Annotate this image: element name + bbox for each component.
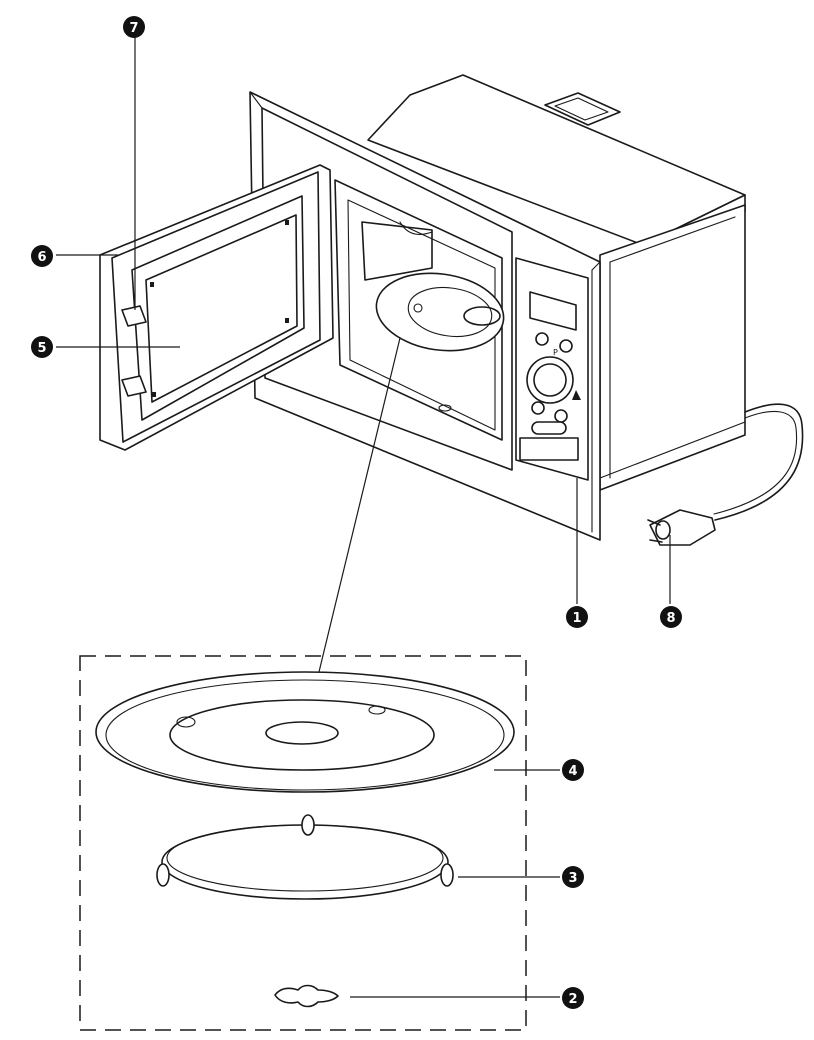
callout-6-label: 6 xyxy=(37,250,46,265)
power-cord xyxy=(647,403,804,546)
plug xyxy=(649,509,716,546)
control-button-left[interactable] xyxy=(535,332,549,346)
control-button-start[interactable] xyxy=(531,401,545,415)
callout-1: 1 xyxy=(566,606,588,628)
display-window xyxy=(529,291,577,331)
door-release-button[interactable] xyxy=(531,421,567,435)
turntable-leader xyxy=(317,337,401,677)
dial-ring xyxy=(526,356,574,404)
accessories-box xyxy=(79,655,527,1031)
turntable-in-cavity xyxy=(375,272,505,352)
callout-8: 8 xyxy=(660,606,682,628)
door-window xyxy=(145,214,298,403)
callout-8-label: 8 xyxy=(666,611,675,626)
roller-ring xyxy=(156,814,454,900)
dial-arrow-icon xyxy=(572,390,581,400)
callout-4-label: 4 xyxy=(568,764,577,779)
door-latch-lower xyxy=(121,375,147,397)
glass-turntable xyxy=(95,671,515,793)
leader-lines xyxy=(56,30,671,998)
control-dial[interactable] xyxy=(533,363,567,397)
coupler xyxy=(274,984,339,1008)
callout-7-label: 7 xyxy=(129,21,138,36)
control-panel: P xyxy=(515,257,589,481)
callout-5: 5 xyxy=(31,336,53,358)
control-button-stop[interactable] xyxy=(554,409,568,423)
door-latch-upper xyxy=(121,305,147,327)
callout-4: 4 xyxy=(562,759,584,781)
callout-2: 2 xyxy=(562,987,584,1009)
callout-5-label: 5 xyxy=(37,341,46,356)
callout-3: 3 xyxy=(562,866,584,888)
microwave-door[interactable] xyxy=(99,164,334,451)
callout-7: 7 xyxy=(123,16,145,38)
control-p-label: P xyxy=(553,348,558,357)
callout-1-label: 1 xyxy=(572,611,581,626)
callout-6: 6 xyxy=(31,245,53,267)
callout-2-label: 2 xyxy=(568,992,577,1007)
panel-label-plate xyxy=(519,437,579,461)
callout-3-label: 3 xyxy=(568,871,577,886)
control-button-right[interactable] xyxy=(559,339,573,353)
